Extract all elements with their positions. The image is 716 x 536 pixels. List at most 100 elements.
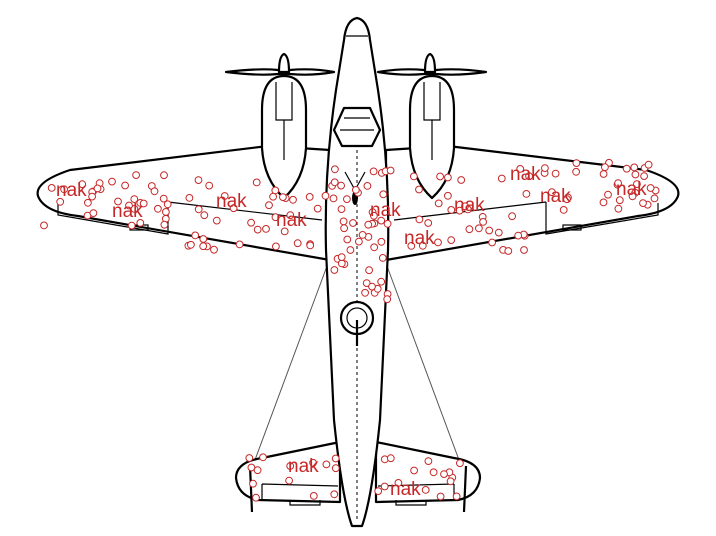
damage-label-wing-right-inner: nak [454, 195, 485, 216]
bullet-hole [452, 492, 461, 501]
bullet-hole [456, 459, 464, 468]
bullet-hole [343, 235, 352, 244]
bullet-hole [447, 236, 456, 245]
bullet-hole [485, 226, 494, 235]
bullet-hole [154, 204, 162, 213]
bullet-hole [93, 184, 102, 193]
bullet-hole [370, 211, 378, 220]
bullet-hole [599, 198, 608, 207]
bullet-hole [194, 205, 203, 214]
bullet-hole [322, 460, 331, 469]
bullet-hole [330, 266, 339, 274]
bullet-hole [249, 479, 257, 488]
bullet-hole-markers [40, 158, 660, 502]
bullet-hole [516, 165, 525, 173]
bullet-hole [541, 164, 549, 173]
bullet-hole [361, 288, 370, 297]
bullet-hole [210, 245, 218, 254]
bullet-hole [394, 479, 403, 487]
bullet-hole [352, 186, 360, 194]
bullet-hole [160, 171, 168, 180]
right-engine-detail [423, 82, 441, 160]
bullet-hole [415, 215, 424, 224]
bullet-hole [125, 201, 133, 210]
right-aileron [545, 202, 659, 235]
bullet-hole [159, 194, 168, 203]
damage-label-tail-left: nak [288, 456, 319, 477]
bullet-hole [644, 160, 653, 169]
bullet-hole [84, 198, 92, 207]
bullet-hole [465, 225, 474, 234]
bullet-hole [424, 219, 433, 227]
bullet-hole [640, 172, 648, 181]
bullet-hole [363, 182, 372, 190]
bullet-hole [572, 159, 581, 168]
bullet-hole [130, 195, 139, 204]
bullet-hole [56, 197, 65, 206]
bullet-hole [337, 253, 346, 262]
bullet-hole [444, 191, 452, 200]
bullet-hole [377, 277, 386, 286]
bullet-hole [386, 454, 395, 463]
bullet-hole [374, 487, 383, 496]
bullet-hole [187, 240, 195, 249]
damage-label-tail-right: nak [390, 479, 421, 500]
bullet-hole [563, 195, 571, 204]
bullet-hole [424, 457, 433, 466]
bullet-hole [132, 171, 141, 180]
bullet-hole [410, 466, 419, 475]
damage-label-wing-left-inner: nak [216, 191, 247, 212]
bullet-hole [358, 231, 367, 239]
bullet-hole [313, 204, 322, 213]
bullet-hole [415, 185, 423, 194]
bullet-hole [330, 490, 339, 499]
bullet-hole [572, 167, 580, 176]
damage-label-wing-left-tip: nak [56, 180, 87, 201]
bullet-hole [362, 279, 371, 288]
bullet-hole [114, 197, 122, 206]
bullet-hole [614, 204, 623, 213]
bullet-hole [447, 206, 456, 214]
bullet-hole [628, 192, 637, 201]
bullet-hole [497, 174, 506, 183]
bullet-hole [89, 209, 98, 218]
bullet-hole [337, 205, 346, 214]
bullet-hole [494, 228, 503, 237]
bullet-hole [321, 191, 330, 200]
damage-label-wing-left-mid: nak [112, 201, 143, 222]
damage-label-wing-right-mid: nak [510, 164, 541, 185]
bullet-hole [199, 235, 208, 243]
bullet-hole [235, 240, 244, 249]
bullet-hole [337, 259, 346, 268]
right-flap-tab [562, 224, 582, 231]
bullet-hole [380, 482, 389, 491]
damage-label-wing-right-root: nak [404, 228, 435, 249]
bullet-hole [289, 195, 297, 204]
bullet-hole [280, 227, 289, 236]
bullet-hole [379, 190, 388, 199]
bullet-hole [488, 238, 497, 247]
bullet-hole [136, 219, 145, 227]
bullet-hole [436, 172, 445, 181]
bullet-hole [368, 282, 376, 291]
bullet-hole [364, 220, 373, 229]
right-spinner [423, 52, 437, 74]
bullet-hole [370, 243, 379, 252]
bullet-hole [455, 206, 464, 215]
bullet-hole [520, 246, 528, 254]
bullet-hole [309, 458, 318, 467]
bullet-hole [340, 224, 349, 233]
bullet-hole [440, 470, 448, 479]
bullet-hole [205, 181, 214, 190]
bullet-hole [633, 180, 641, 189]
bullet-hole [339, 217, 348, 226]
bullet-hole [434, 199, 443, 208]
bullet-hole [346, 246, 355, 254]
bullet-hole [377, 237, 386, 246]
bullet-hole [377, 216, 386, 225]
bullet-hole [279, 193, 287, 202]
left-engine-detail [275, 82, 293, 160]
bullet-hole [522, 190, 531, 198]
bullet-hole [194, 176, 203, 185]
bullet-hole [421, 486, 430, 494]
